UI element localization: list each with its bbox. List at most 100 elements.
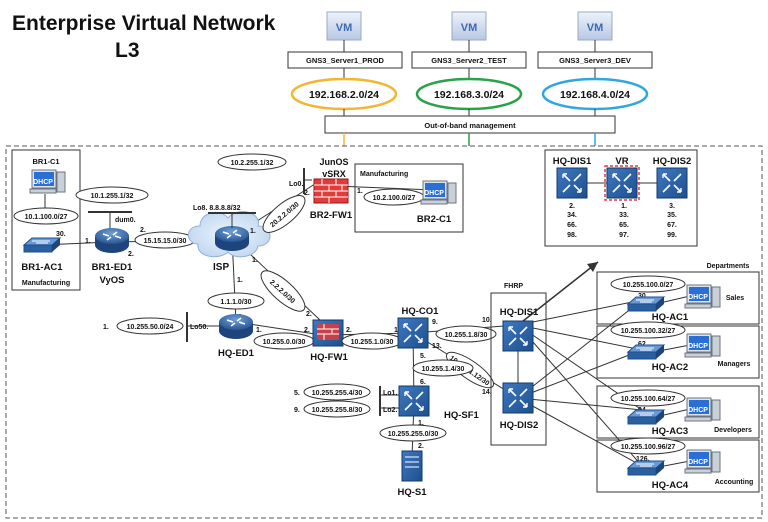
hq-ac1-switch[interactable] [627,296,665,312]
hqed-lo-ellipse [116,317,184,335]
hqfw-co-subnet: 10.255.1.0/30 [351,339,394,346]
isp-hqfw-ip: 1. [252,257,258,264]
vr-legend-box [544,149,698,247]
hq-ac2-switch[interactable] [627,344,665,360]
sf-s1-subnet: 10.255.255.0/30 [388,431,439,438]
dept-accounting-dhcp: DHCP [688,459,708,466]
dept-accounting-subnet: 10.255.100.96/27 [621,444,676,451]
fhrp-arrow-line [517,261,599,326]
hq-fw1-label: HQ-FW1 [310,352,348,363]
isp-br2-ip: 1. [250,228,256,235]
hq-ed1-label: HQ-ED1 [218,348,255,359]
co-sf-co-ip: 5. [420,353,426,360]
hq-co1-switch[interactable] [397,317,429,349]
sf-s1-s-ip: 2. [418,443,424,450]
isp-br2-ellipse [262,195,306,233]
title-line2: L3 [115,39,140,62]
hq-fw1-firewall[interactable] [312,319,344,347]
co-sf-subnet: 10.255.1.4/30 [422,366,465,373]
hqed-lo-ip: 1. [103,324,109,331]
sf-lo2-subnet: 10.255.255.8/30 [312,407,363,414]
vm-badge: VM [587,22,604,34]
isp-lo: Lo8. 8.8.8.8/32 [193,205,241,212]
dis2-ip: 99. [667,232,677,239]
br2-fw-wan-ip: 2. [304,190,310,197]
br1-dummy-subnet: 10.1.255.1/32 [91,193,134,200]
oob-management-bar[interactable] [324,115,616,134]
legend-vr-label: VR [615,156,628,167]
sf-s1-sf-ip: 1. [418,420,424,427]
br2-fw1-firewall[interactable] [313,178,349,204]
dept-sales-dhcp: DHCP [688,294,708,301]
vr-ip: 65. [619,222,629,229]
hq-dis1-switch[interactable] [502,320,534,352]
server2-group[interactable]: VM GNS3_Server2_TEST 192.168.3.0/24 [411,11,527,111]
isp-router[interactable] [214,225,250,252]
hq-ac2-label: HQ-AC2 [652,362,688,373]
br1-site-box [11,149,81,291]
vr-ip: 1. [621,203,627,210]
dept-accounting-group[interactable]: 10.255.100.96/27 126. HQ-AC4 DHCP Accoun… [596,437,760,493]
dept-subnet-ellipse [610,321,686,339]
isp-hqed-ellipse [207,292,265,310]
dept-managers-group[interactable]: 10.255.100.32/27 62. HQ-AC2 DHCP Manager… [596,321,760,379]
dept-sales-group[interactable]: 10.255.100.0/27 30. HQ-AC1 DHCP Sales [596,271,760,325]
dept-subnet-ellipse [610,389,686,407]
hq-dis1-label: HQ-DIS1 [500,307,539,318]
legend-dis1-switch [556,167,588,199]
dept-sales-name: Sales [726,295,744,302]
server1-group[interactable]: VM GNS3_Server1_PROD 192.168.2.0/24 [287,11,403,111]
dept-managers-name: Managers [718,361,751,368]
dept-accounting-ip: 126. [636,456,650,463]
server3-group[interactable]: VM GNS3_Server3_DEV 192.168.4.0/24 [537,11,653,111]
isp-label: ISP [213,262,229,273]
br1-wan-ip-ed: 2. [140,227,146,234]
hqfw-wan-ip: 2. [306,311,312,318]
hq-sf1-label: HQ-SF1 [444,410,480,421]
isp-hqfw-ellipse [260,270,306,312]
isp-hqed-ip: 1. [237,277,243,284]
server1-name: GNS3_Server1_PROD [306,56,385,65]
hq-ac4-switch[interactable] [627,460,665,476]
dis2-ip: 67. [667,222,677,229]
br2-client-fw-ip: 1. [357,188,363,195]
br2-fw1-label: BR2-FW1 [310,210,353,221]
hqed-lo-subnet: 10.255.50.0/24 [127,324,174,331]
hq-ac3-switch[interactable] [627,409,665,425]
dept-accounting-box [596,439,760,493]
hq-sf1-switch[interactable] [398,385,430,417]
br1-ed1-router[interactable] [94,227,130,254]
server3-subnet: 192.168.4.0/24 [560,89,630,101]
dept-managers-dhcp: DHCP [688,343,708,350]
hq-dis2-switch[interactable] [502,382,534,414]
hqed-lo-label: Lo50. [190,324,208,331]
br1-ac1-switch[interactable] [23,237,61,253]
hq-co1-label: HQ-CO1 [402,306,440,317]
server3-name: GNS3_Server3_DEV [559,56,631,65]
dis1-ip: 98. [567,232,577,239]
br1-link-ip-2: 2. [128,251,134,258]
dept-developers-subnet: 10.255.100.64/27 [621,396,676,403]
dis2-ip: 35. [667,212,677,219]
sf-lo2-ip: 9. [294,407,300,414]
departments-title: Departments [707,263,750,270]
hq-ed1-router[interactable] [218,313,254,340]
hq-s1-label: HQ-S1 [397,487,427,498]
fhrp-arrowhead [587,262,598,272]
hq-dis2-label: HQ-DIS2 [500,420,539,431]
dept-developers-name: Developers [714,427,752,434]
vm-badge: VM [461,22,478,34]
br2-client-subnet: 10.2.100.0/27 [373,195,416,202]
hq-ac3-label: HQ-AC3 [652,426,688,437]
dept-developers-group[interactable]: 10.255.100.64/27 94. HQ-AC3 DHCP Develop… [596,385,760,439]
vm-badge: VM [336,22,353,34]
vr-ip: 97. [619,232,629,239]
vm-icon [326,11,362,41]
server1-subnet: 192.168.2.0/24 [309,89,379,101]
hq-s1-server[interactable] [401,450,423,482]
co-dis1-ellipse [435,325,497,343]
co-sf-ellipse [412,359,474,377]
hqed-fw-subnet: 10.255.0.0/30 [263,339,306,346]
br2-c1-label: BR2-C1 [417,214,452,225]
